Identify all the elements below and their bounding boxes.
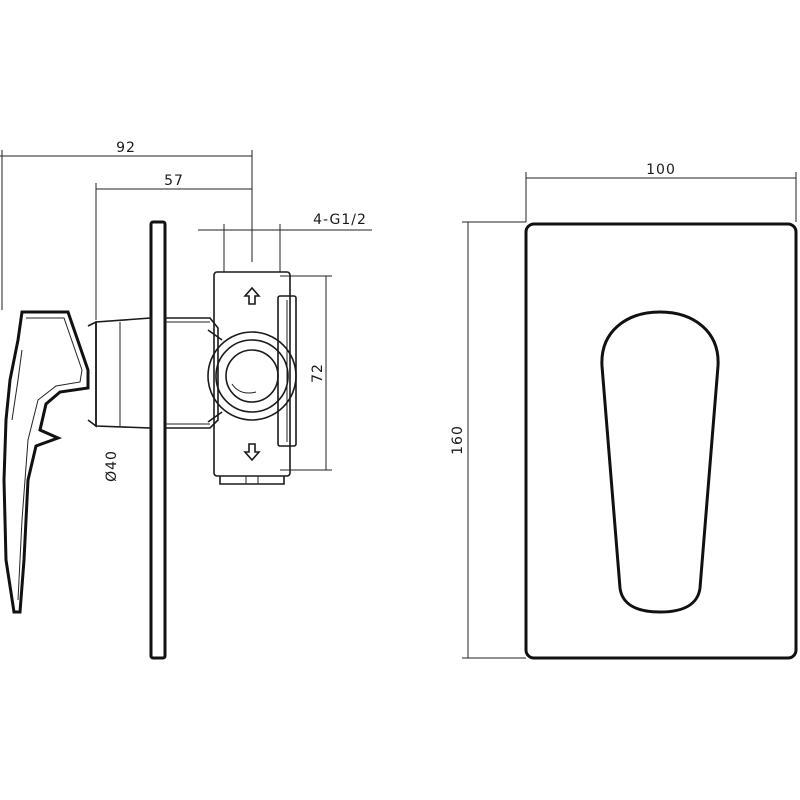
wall-plate-side (149, 220, 167, 660)
lever-handle-side (2, 310, 90, 614)
overall-depth-label: 92 (116, 140, 136, 156)
arrow-down-icon (243, 443, 261, 462)
dimension-diameter: Ø40 (104, 322, 121, 482)
plate-width-label: 100 (646, 162, 676, 178)
body-depth-label: 57 (164, 173, 184, 189)
arrow-up-icon (243, 286, 261, 305)
plate-height-label: 160 (450, 425, 466, 455)
handle-sleeve (87, 317, 152, 429)
dimension-92: 92 (0, 140, 253, 310)
dimension-thread: 4-G1/2 (198, 212, 372, 272)
dimension-100: 100 (525, 162, 797, 222)
dimension-160: 160 (450, 221, 526, 659)
cartridge-sleeve (165, 317, 219, 429)
thread-label: 4-G1/2 (313, 212, 367, 228)
valve-body (207, 271, 297, 485)
lever-handle-front (600, 310, 720, 614)
diameter-label: Ø40 (104, 450, 120, 482)
dimension-72: 72 (280, 275, 332, 471)
side-view: 92 57 4-G1/2 72 Ø40 (0, 140, 372, 660)
front-view: 100 160 (450, 162, 798, 660)
port-spacing-label: 72 (310, 363, 326, 383)
cover-plate-front (524, 222, 798, 660)
dimension-57: 57 (95, 173, 252, 320)
